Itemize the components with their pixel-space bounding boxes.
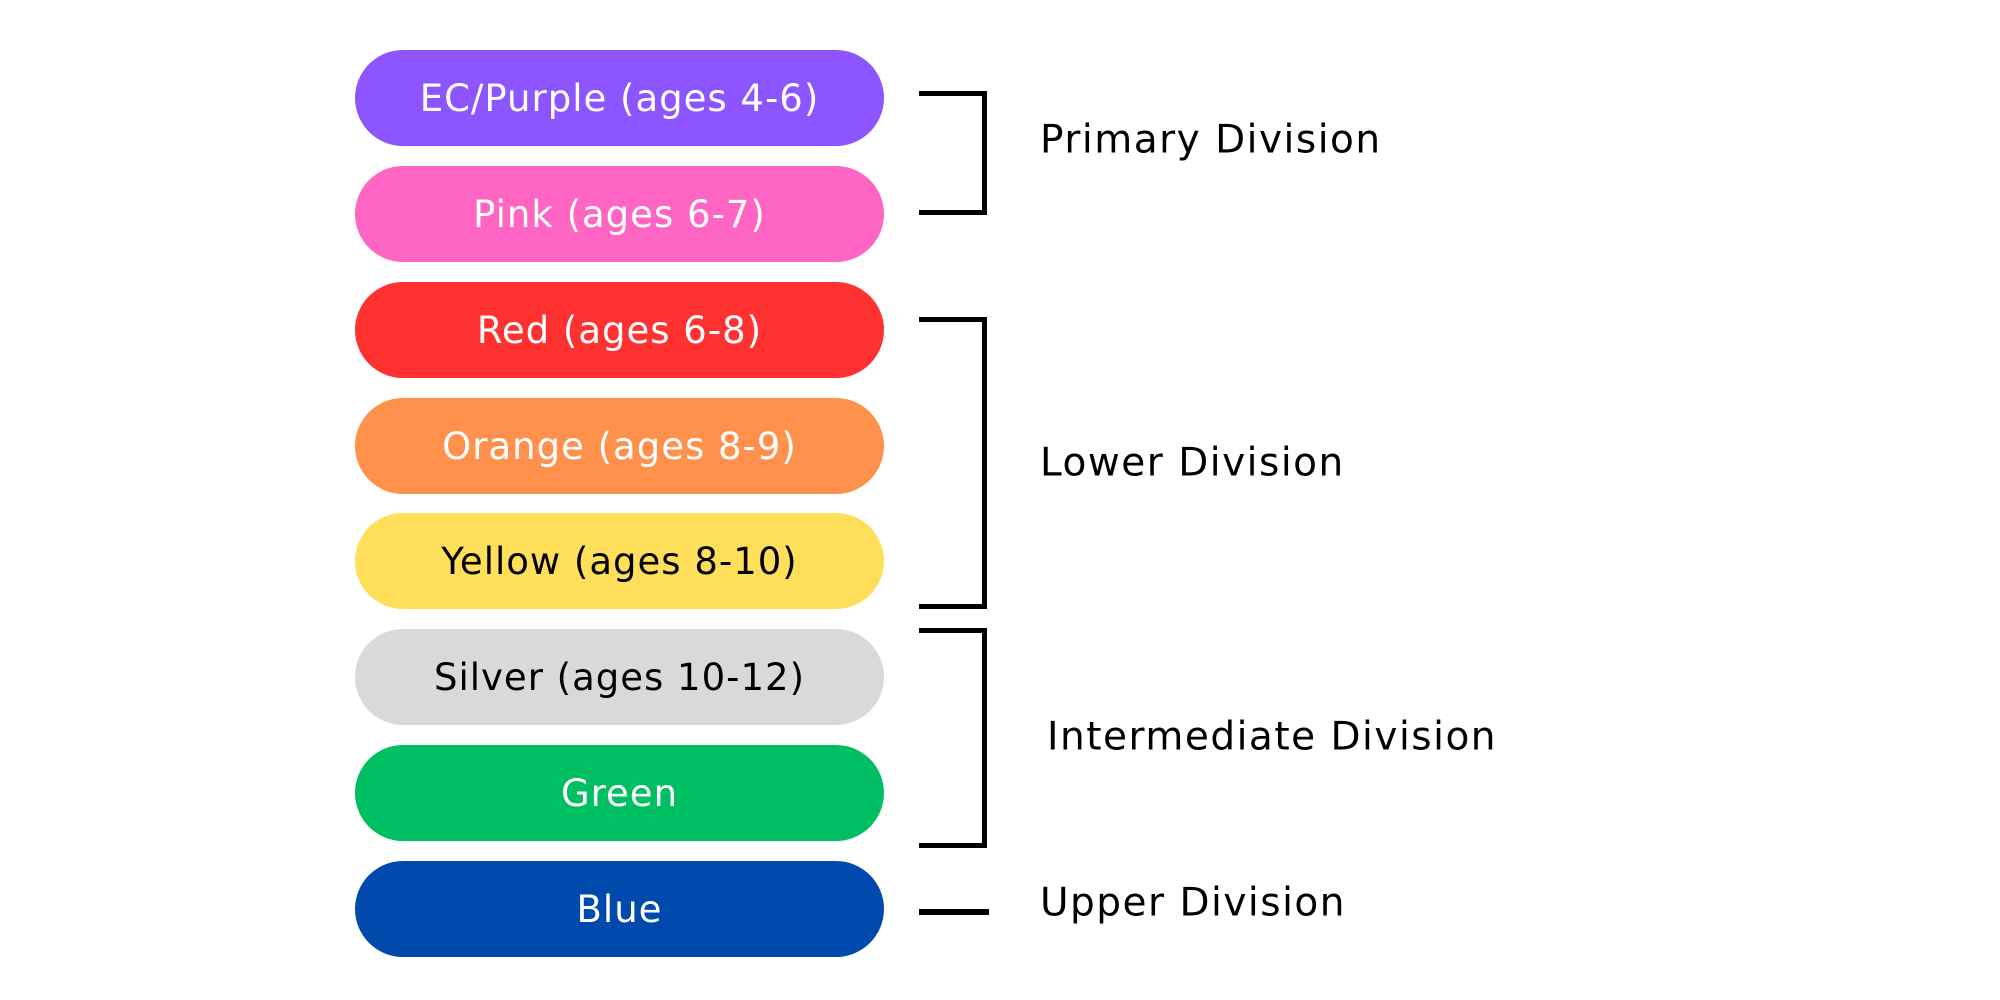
level-pill-blue: Blue bbox=[355, 861, 884, 957]
primary-division-bracket bbox=[919, 91, 987, 215]
upper-division-connector bbox=[919, 909, 989, 915]
level-pill-pink: Pink (ages 6-7) bbox=[355, 166, 884, 262]
level-pill-yellow: Yellow (ages 8-10) bbox=[355, 513, 884, 609]
intermediate-division-label: Intermediate Division bbox=[1047, 714, 1498, 760]
primary-division-label: Primary Division bbox=[1040, 117, 1382, 163]
level-pill-silver: Silver (ages 10-12) bbox=[355, 629, 884, 725]
level-pill-orange: Orange (ages 8-9) bbox=[355, 398, 884, 494]
level-pill-purple: EC/Purple (ages 4-6) bbox=[355, 50, 884, 146]
level-pill-red: Red (ages 6-8) bbox=[355, 282, 884, 378]
upper-division-label: Upper Division bbox=[1040, 880, 1346, 926]
lower-division-bracket bbox=[919, 317, 987, 609]
level-pill-green: Green bbox=[355, 745, 884, 841]
lower-division-label: Lower Division bbox=[1040, 440, 1345, 486]
intermediate-division-bracket bbox=[919, 628, 987, 848]
